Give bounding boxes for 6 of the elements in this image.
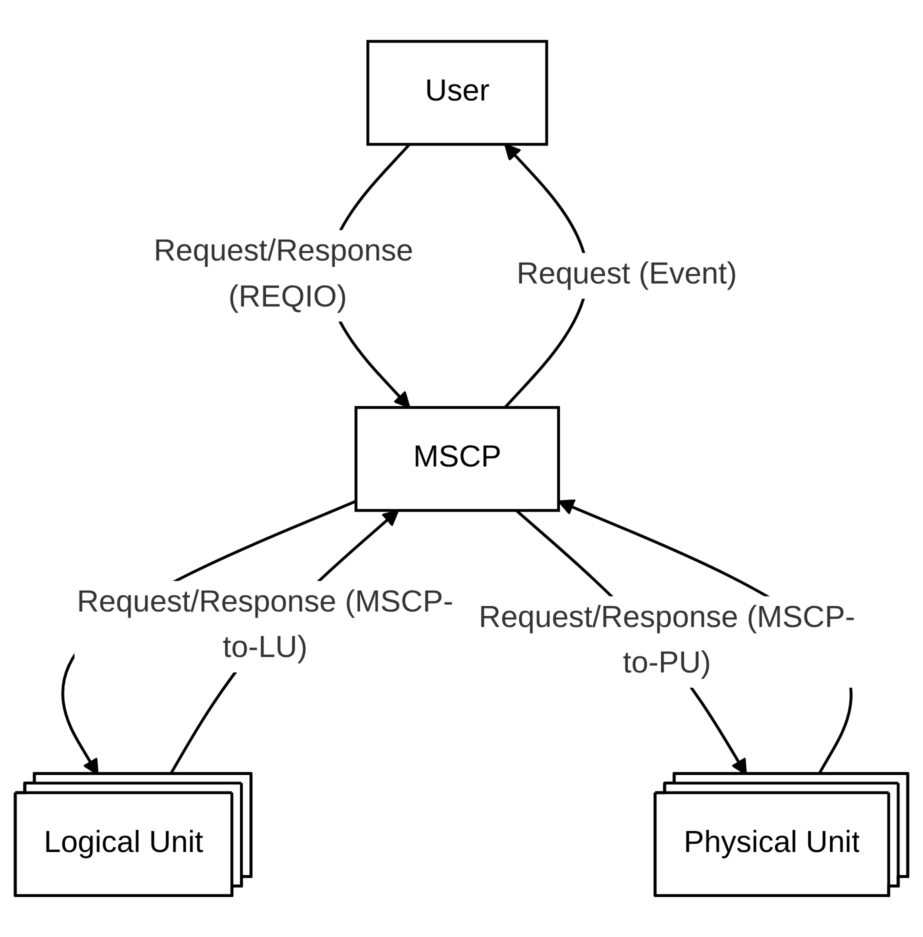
edge-label: Request (Event) (516, 258, 738, 292)
node-box: MSCP (354, 406, 560, 512)
edge-label: Request/Response (REQIO) (154, 236, 414, 314)
edge-label: Request/Response (MSCP-to-LU) (76, 586, 454, 665)
edge-label: Request/Response (MSCP-to-PU) (478, 602, 856, 680)
node-box: User (366, 40, 548, 146)
